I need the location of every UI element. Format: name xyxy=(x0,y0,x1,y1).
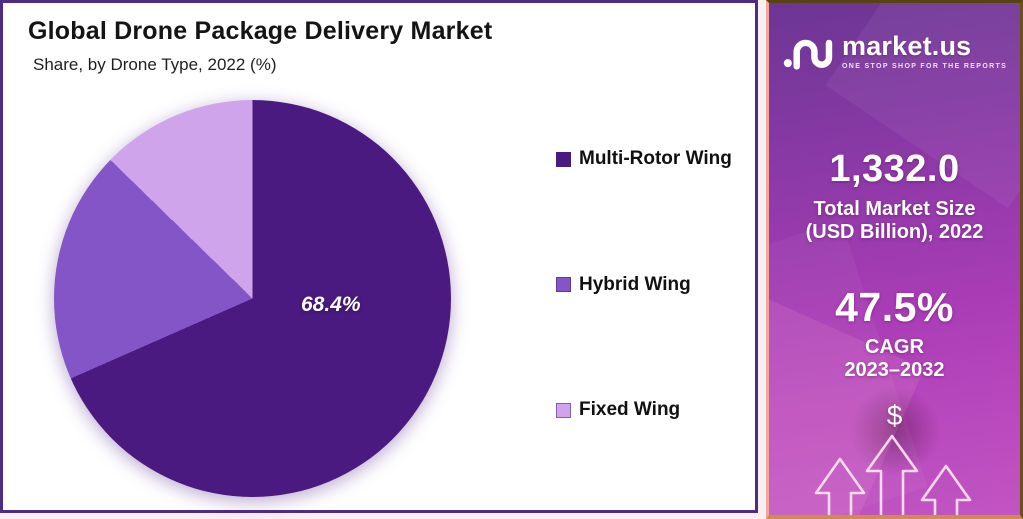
pie-data-label: 68.4% xyxy=(301,293,361,316)
chart-subtitle: Share, by Drone Type, 2022 (%) xyxy=(33,55,277,74)
marketus-logo-icon xyxy=(783,30,833,72)
brand-logo-text-block: market.us ONE STOP SHOP FOR THE REPORTS xyxy=(842,31,1008,71)
cagr-value: 47.5% xyxy=(835,284,954,330)
up-arrow-icon xyxy=(865,434,919,515)
market-size-label-line2: (USD Billion), 2022 xyxy=(805,221,984,243)
legend-item: Hybrid Wing xyxy=(556,274,732,296)
cagr-label-line1: CAGR xyxy=(865,336,924,358)
legend-label: Hybrid Wing xyxy=(579,273,691,295)
brand-logo-text: market.us xyxy=(842,31,972,61)
dollar-sign-icon: $ xyxy=(886,400,903,431)
chart-panel: Global Drone Package Delivery Market Sha… xyxy=(0,0,758,513)
legend-swatch xyxy=(556,277,571,292)
legend-label: Fixed Wing xyxy=(579,399,681,420)
up-arrow-icon xyxy=(814,457,866,515)
brand-panel: market.us ONE STOP SHOP FOR THE REPORTS … xyxy=(766,0,1023,519)
legend-swatch xyxy=(556,151,571,167)
legend-item: Multi-Rotor Wing xyxy=(556,148,732,170)
brand-logo: market.us ONE STOP SHOP FOR THE REPORTS xyxy=(783,30,1007,72)
pie-chart: 68.4% xyxy=(54,100,451,497)
legend-swatch xyxy=(556,402,571,418)
market-size-label-line1: Total Market Size xyxy=(813,198,976,220)
brand-tagline: ONE STOP SHOP FOR THE REPORTS xyxy=(842,63,1008,71)
cagr-label-line2: 2023–2032 xyxy=(844,359,945,381)
chart-title: Global Drone Package Delivery Market xyxy=(28,17,493,45)
legend-item: Fixed Wing xyxy=(556,399,732,421)
legend-label: Multi-Rotor Wing xyxy=(579,148,732,169)
market-size-value: 1,332.0 xyxy=(829,148,960,190)
three-up-arrows-icon xyxy=(814,434,972,515)
up-arrow-icon xyxy=(920,464,972,515)
